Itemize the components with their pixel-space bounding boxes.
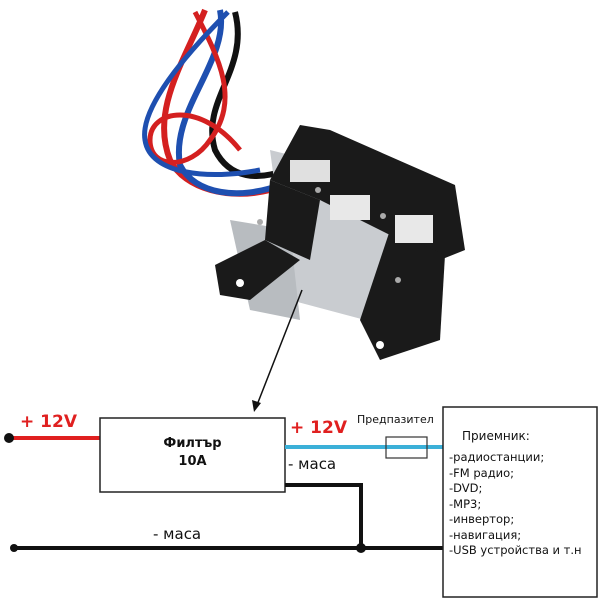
list-item: -DVD; — [449, 481, 483, 495]
filter-name: Филтър — [163, 436, 222, 451]
filter-box — [99, 417, 286, 493]
filter-rating: 10A — [178, 454, 207, 469]
list-item: -FM радио; — [449, 465, 515, 480]
filter-device-photo — [142, 8, 465, 360]
filter-ground-label: - маса — [288, 455, 337, 473]
input-terminal — [4, 433, 14, 443]
list-item: -инвертор; — [449, 512, 515, 526]
receiver-title: Приемник: — [462, 429, 530, 443]
receiver-device-list: -радиостанции; -FM радио; -DVD; -MP3; -и… — [449, 450, 582, 559]
input-voltage-label: + 12V — [20, 412, 77, 432]
receiver-box — [442, 406, 598, 598]
filter-ground-wire — [285, 483, 363, 548]
output-voltage-label: + 12V — [290, 418, 347, 438]
fuse-label: Предпазител — [357, 413, 434, 426]
ground-junction — [356, 543, 366, 553]
pointer-arrow — [256, 289, 303, 406]
list-item: -USB устройства и т.н — [449, 543, 582, 557]
list-item: -радиостанции; — [449, 450, 545, 464]
list-item: -MP3; — [449, 496, 482, 511]
main-ground-label: - маса — [153, 525, 202, 543]
fuse-symbol — [385, 436, 428, 459]
list-item: -навигация; — [449, 527, 522, 542]
